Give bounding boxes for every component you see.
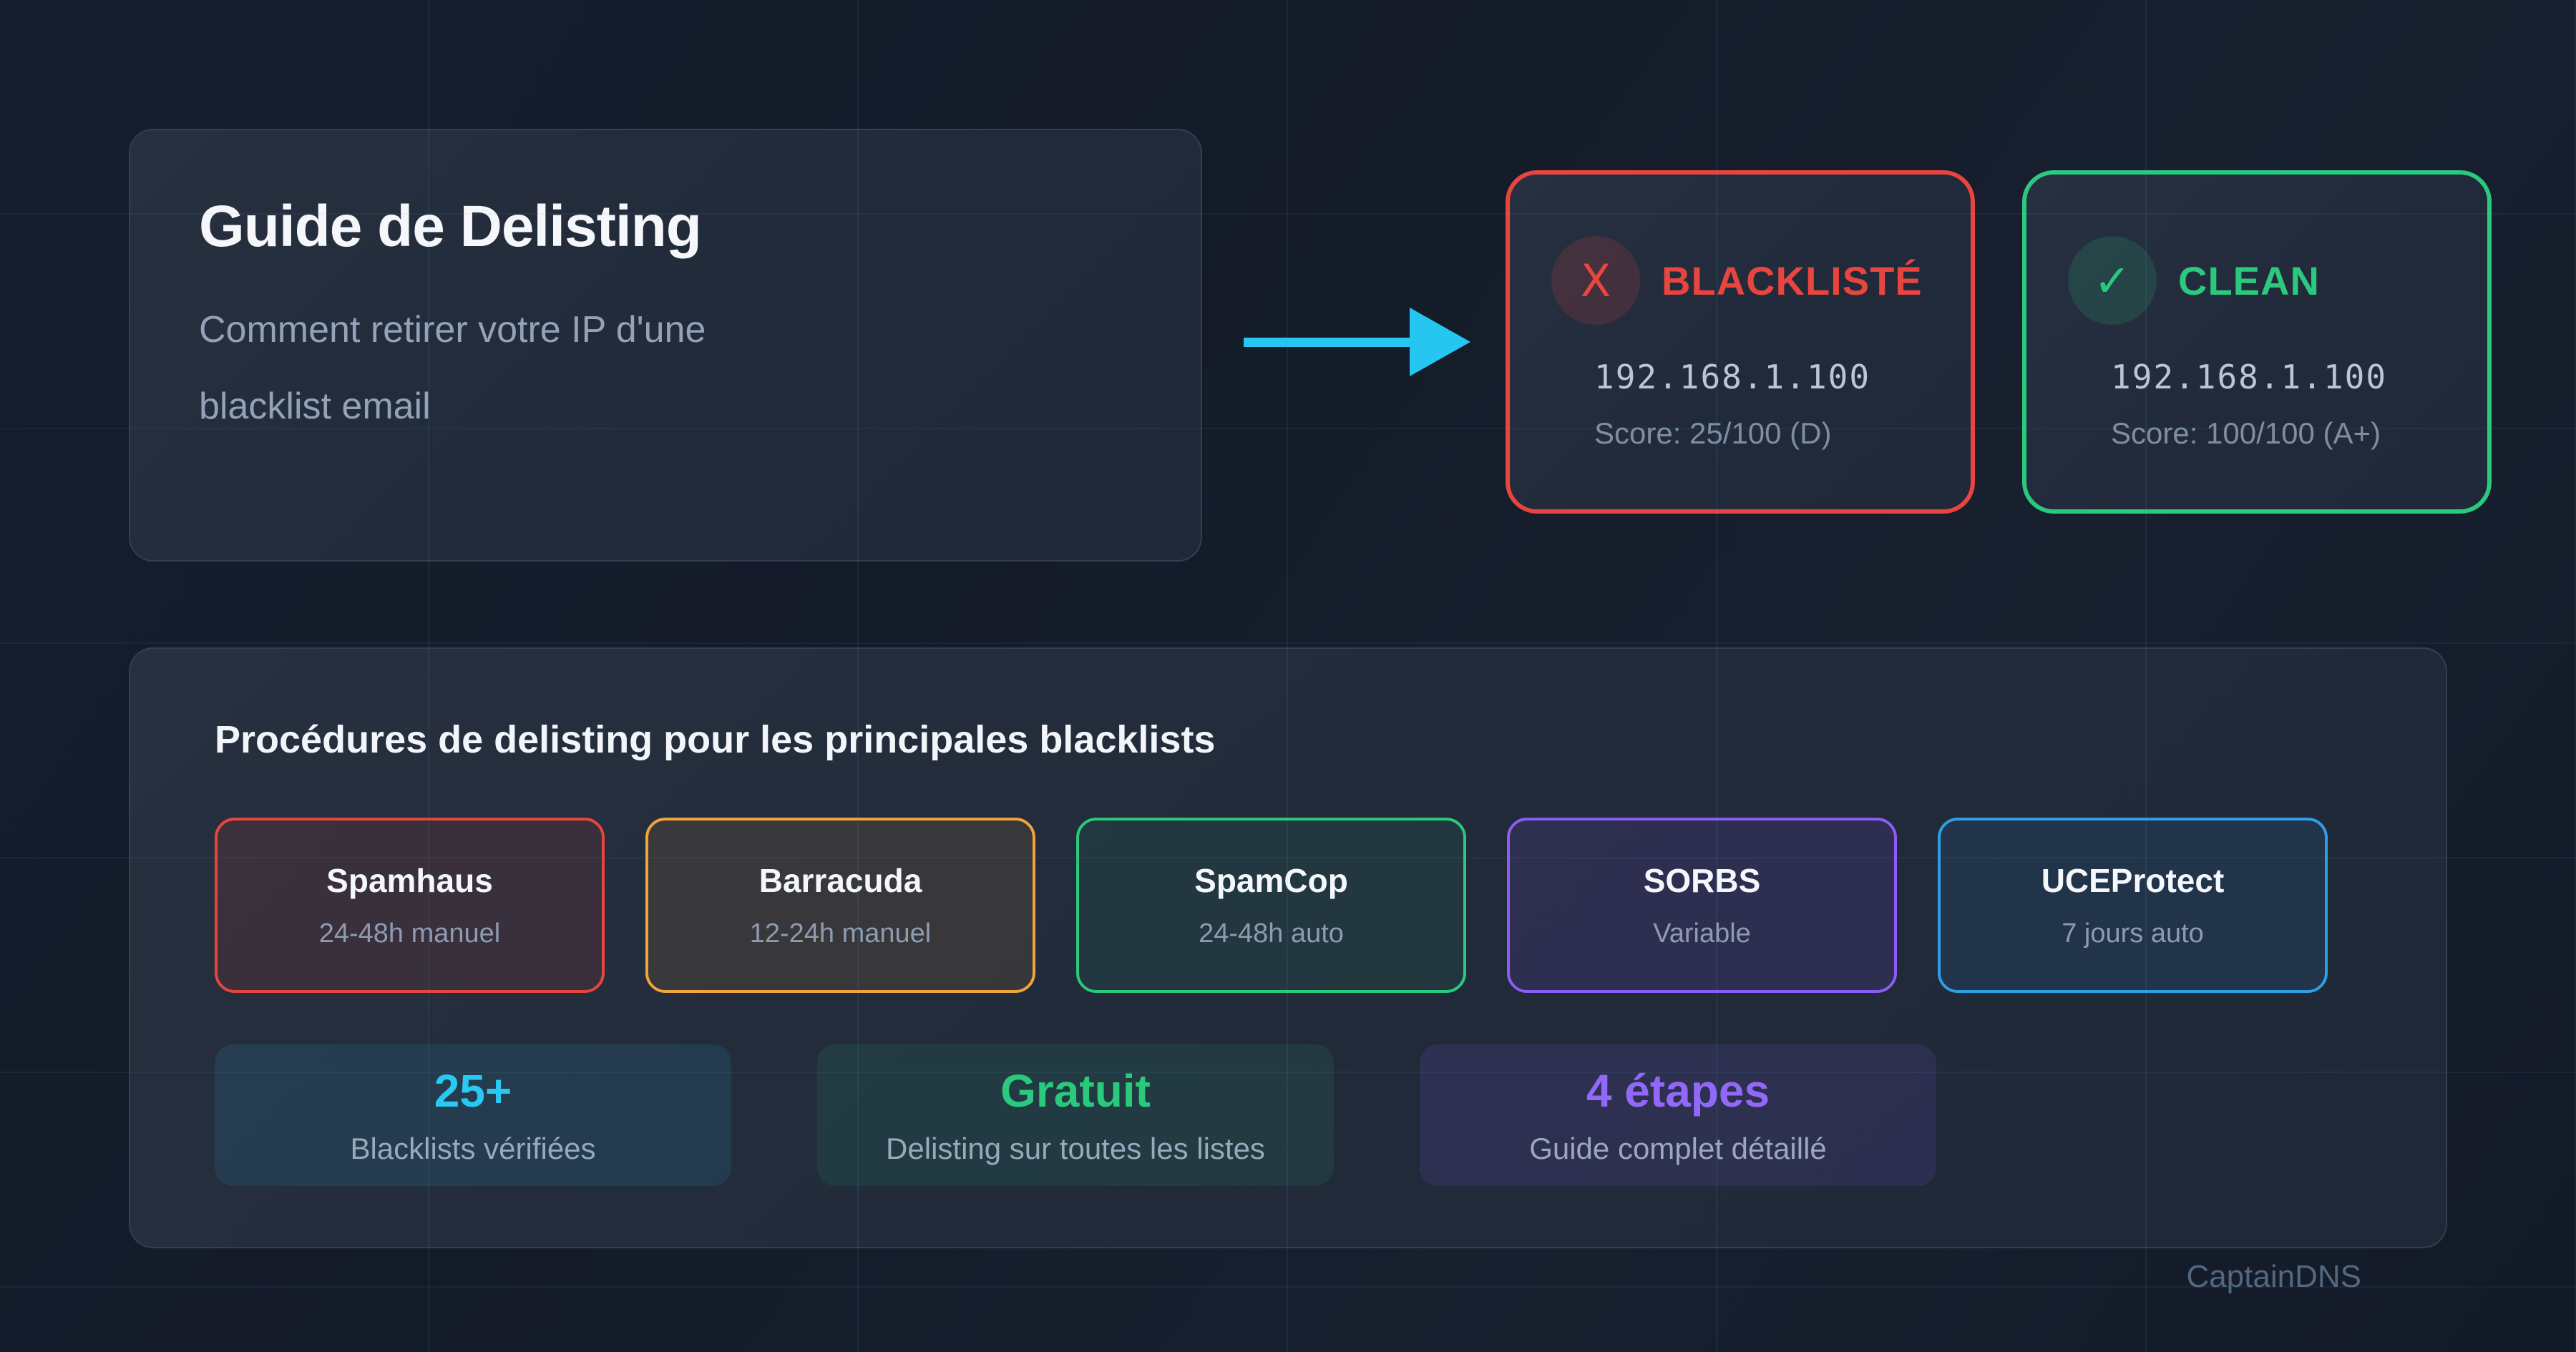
blacklist-card-row: Spamhaus 24-48h manuel Barracuda 12-24h …: [215, 818, 2361, 993]
blacklist-card-uceprotect: UCEProtect 7 jours auto: [1938, 818, 2328, 993]
page-title: Guide de Delisting: [199, 194, 702, 259]
blacklist-card-spamcop: SpamCop 24-48h auto: [1076, 818, 1466, 993]
watermark-captaindns: CaptainDNS: [2186, 1259, 2361, 1294]
check-icon: ✓: [2068, 236, 2157, 325]
blacklist-name: SpamCop: [1194, 862, 1348, 899]
status-label: CLEAN: [2178, 258, 2320, 303]
stat-label: Guide complet détaillé: [1529, 1132, 1827, 1165]
status-header: X BLACKLISTÉ: [1551, 236, 1929, 325]
stat-card-blacklists-count: 25+ Blacklists vérifiées: [215, 1044, 731, 1186]
stat-value: 25+: [434, 1065, 512, 1117]
score-text: Score: 100/100 (A+): [2111, 416, 2381, 450]
x-icon: X: [1551, 236, 1640, 325]
blacklist-delay: 24-48h auto: [1199, 919, 1344, 949]
stat-label: Blacklists vérifiées: [350, 1132, 596, 1165]
blacklist-card-barracuda: Barracuda 12-24h manuel: [645, 818, 1035, 993]
ip-address: 192.168.1.100: [2111, 358, 2388, 396]
stat-label: Delisting sur toutes les listes: [886, 1132, 1265, 1165]
stat-card-free: Gratuit Delisting sur toutes les listes: [817, 1044, 1334, 1186]
stat-card-steps: 4 étapes Guide complet détaillé: [1420, 1044, 1936, 1186]
ip-address: 192.168.1.100: [1594, 358, 1871, 396]
stats-row: 25+ Blacklists vérifiées Gratuit Delisti…: [215, 1044, 2361, 1186]
stat-value: Gratuit: [1000, 1065, 1151, 1117]
blacklist-card-spamhaus: Spamhaus 24-48h manuel: [215, 818, 605, 993]
blacklist-delay: 12-24h manuel: [749, 919, 932, 949]
blacklist-delay: 24-48h manuel: [318, 919, 501, 949]
status-card-blacklisted: X BLACKLISTÉ 192.168.1.100 Score: 25/100…: [1506, 170, 1975, 514]
flow-arrow-icon: [1238, 299, 1474, 385]
procedures-panel: Procédures de delisting pour les princip…: [129, 647, 2447, 1248]
blacklist-card-sorbs: SORBS Variable: [1507, 818, 1897, 993]
score-text: Score: 25/100 (D): [1594, 416, 1832, 450]
blacklist-name: Barracuda: [758, 862, 922, 899]
blacklist-delay: 7 jours auto: [2062, 919, 2204, 949]
blacklist-name: Spamhaus: [326, 862, 493, 899]
blacklist-name: SORBS: [1643, 862, 1761, 899]
status-card-clean: ✓ CLEAN 192.168.1.100 Score: 100/100 (A+…: [2022, 170, 2492, 514]
stat-value: 4 étapes: [1586, 1065, 1770, 1117]
status-label: BLACKLISTÉ: [1662, 258, 1923, 303]
page-subtitle: Comment retirer votre IP d'une blacklist…: [199, 309, 706, 427]
blacklist-delay: Variable: [1653, 919, 1751, 949]
section-heading: Procédures de delisting pour les princip…: [215, 718, 1216, 761]
hero-card: Guide de Delisting Comment retirer votre…: [129, 129, 1202, 562]
status-header: ✓ CLEAN: [2068, 236, 2446, 325]
blacklist-name: UCEProtect: [2041, 862, 2225, 899]
